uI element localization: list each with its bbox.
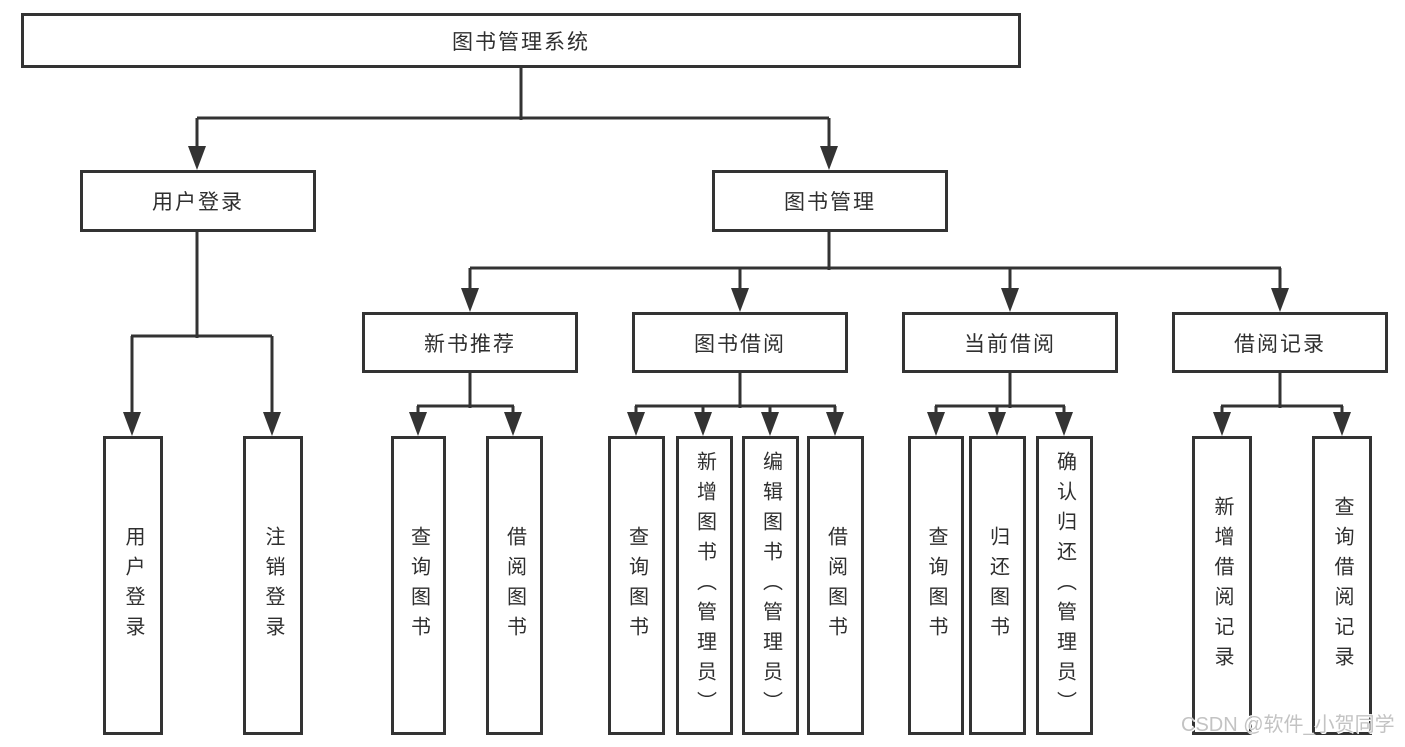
leaf-records-add-record: 新增借阅记录 (1192, 436, 1252, 735)
arrowheads (123, 146, 1351, 436)
node-user-login: 用户登录 (80, 170, 316, 232)
leaf-current-query-books: 查询图书 (908, 436, 964, 735)
tree-edges (130, 68, 1344, 414)
node-current-borrow: 当前借阅 (902, 312, 1118, 373)
node-borrow-records: 借阅记录 (1172, 312, 1388, 373)
node-book-borrow: 图书借阅 (632, 312, 848, 373)
leaf-logout: 注销登录 (243, 436, 303, 735)
leaf-newrec-borrow-books: 借阅图书 (486, 436, 543, 735)
leaf-borrow-edit-books-admin: 编辑图书（管理员） (742, 436, 799, 735)
csdn-watermark: CSDN @软件_小贺同学 (1181, 714, 1395, 736)
leaf-user-login: 用户登录 (103, 436, 163, 735)
leaf-newrec-query-books: 查询图书 (391, 436, 446, 735)
leaf-current-return-books: 归还图书 (969, 436, 1026, 735)
leaf-borrow-query-books: 查询图书 (608, 436, 665, 735)
leaf-current-confirm-return-admin: 确认归还（管理员） (1036, 436, 1093, 735)
leaf-borrow-add-books-admin: 新增图书（管理员） (676, 436, 733, 735)
node-book-management: 图书管理 (712, 170, 948, 232)
node-new-book-recommend: 新书推荐 (362, 312, 578, 373)
node-library-system: 图书管理系统 (21, 13, 1021, 68)
leaf-records-query-record: 查询借阅记录 (1312, 436, 1372, 735)
leaf-borrow-borrow-books: 借阅图书 (807, 436, 864, 735)
